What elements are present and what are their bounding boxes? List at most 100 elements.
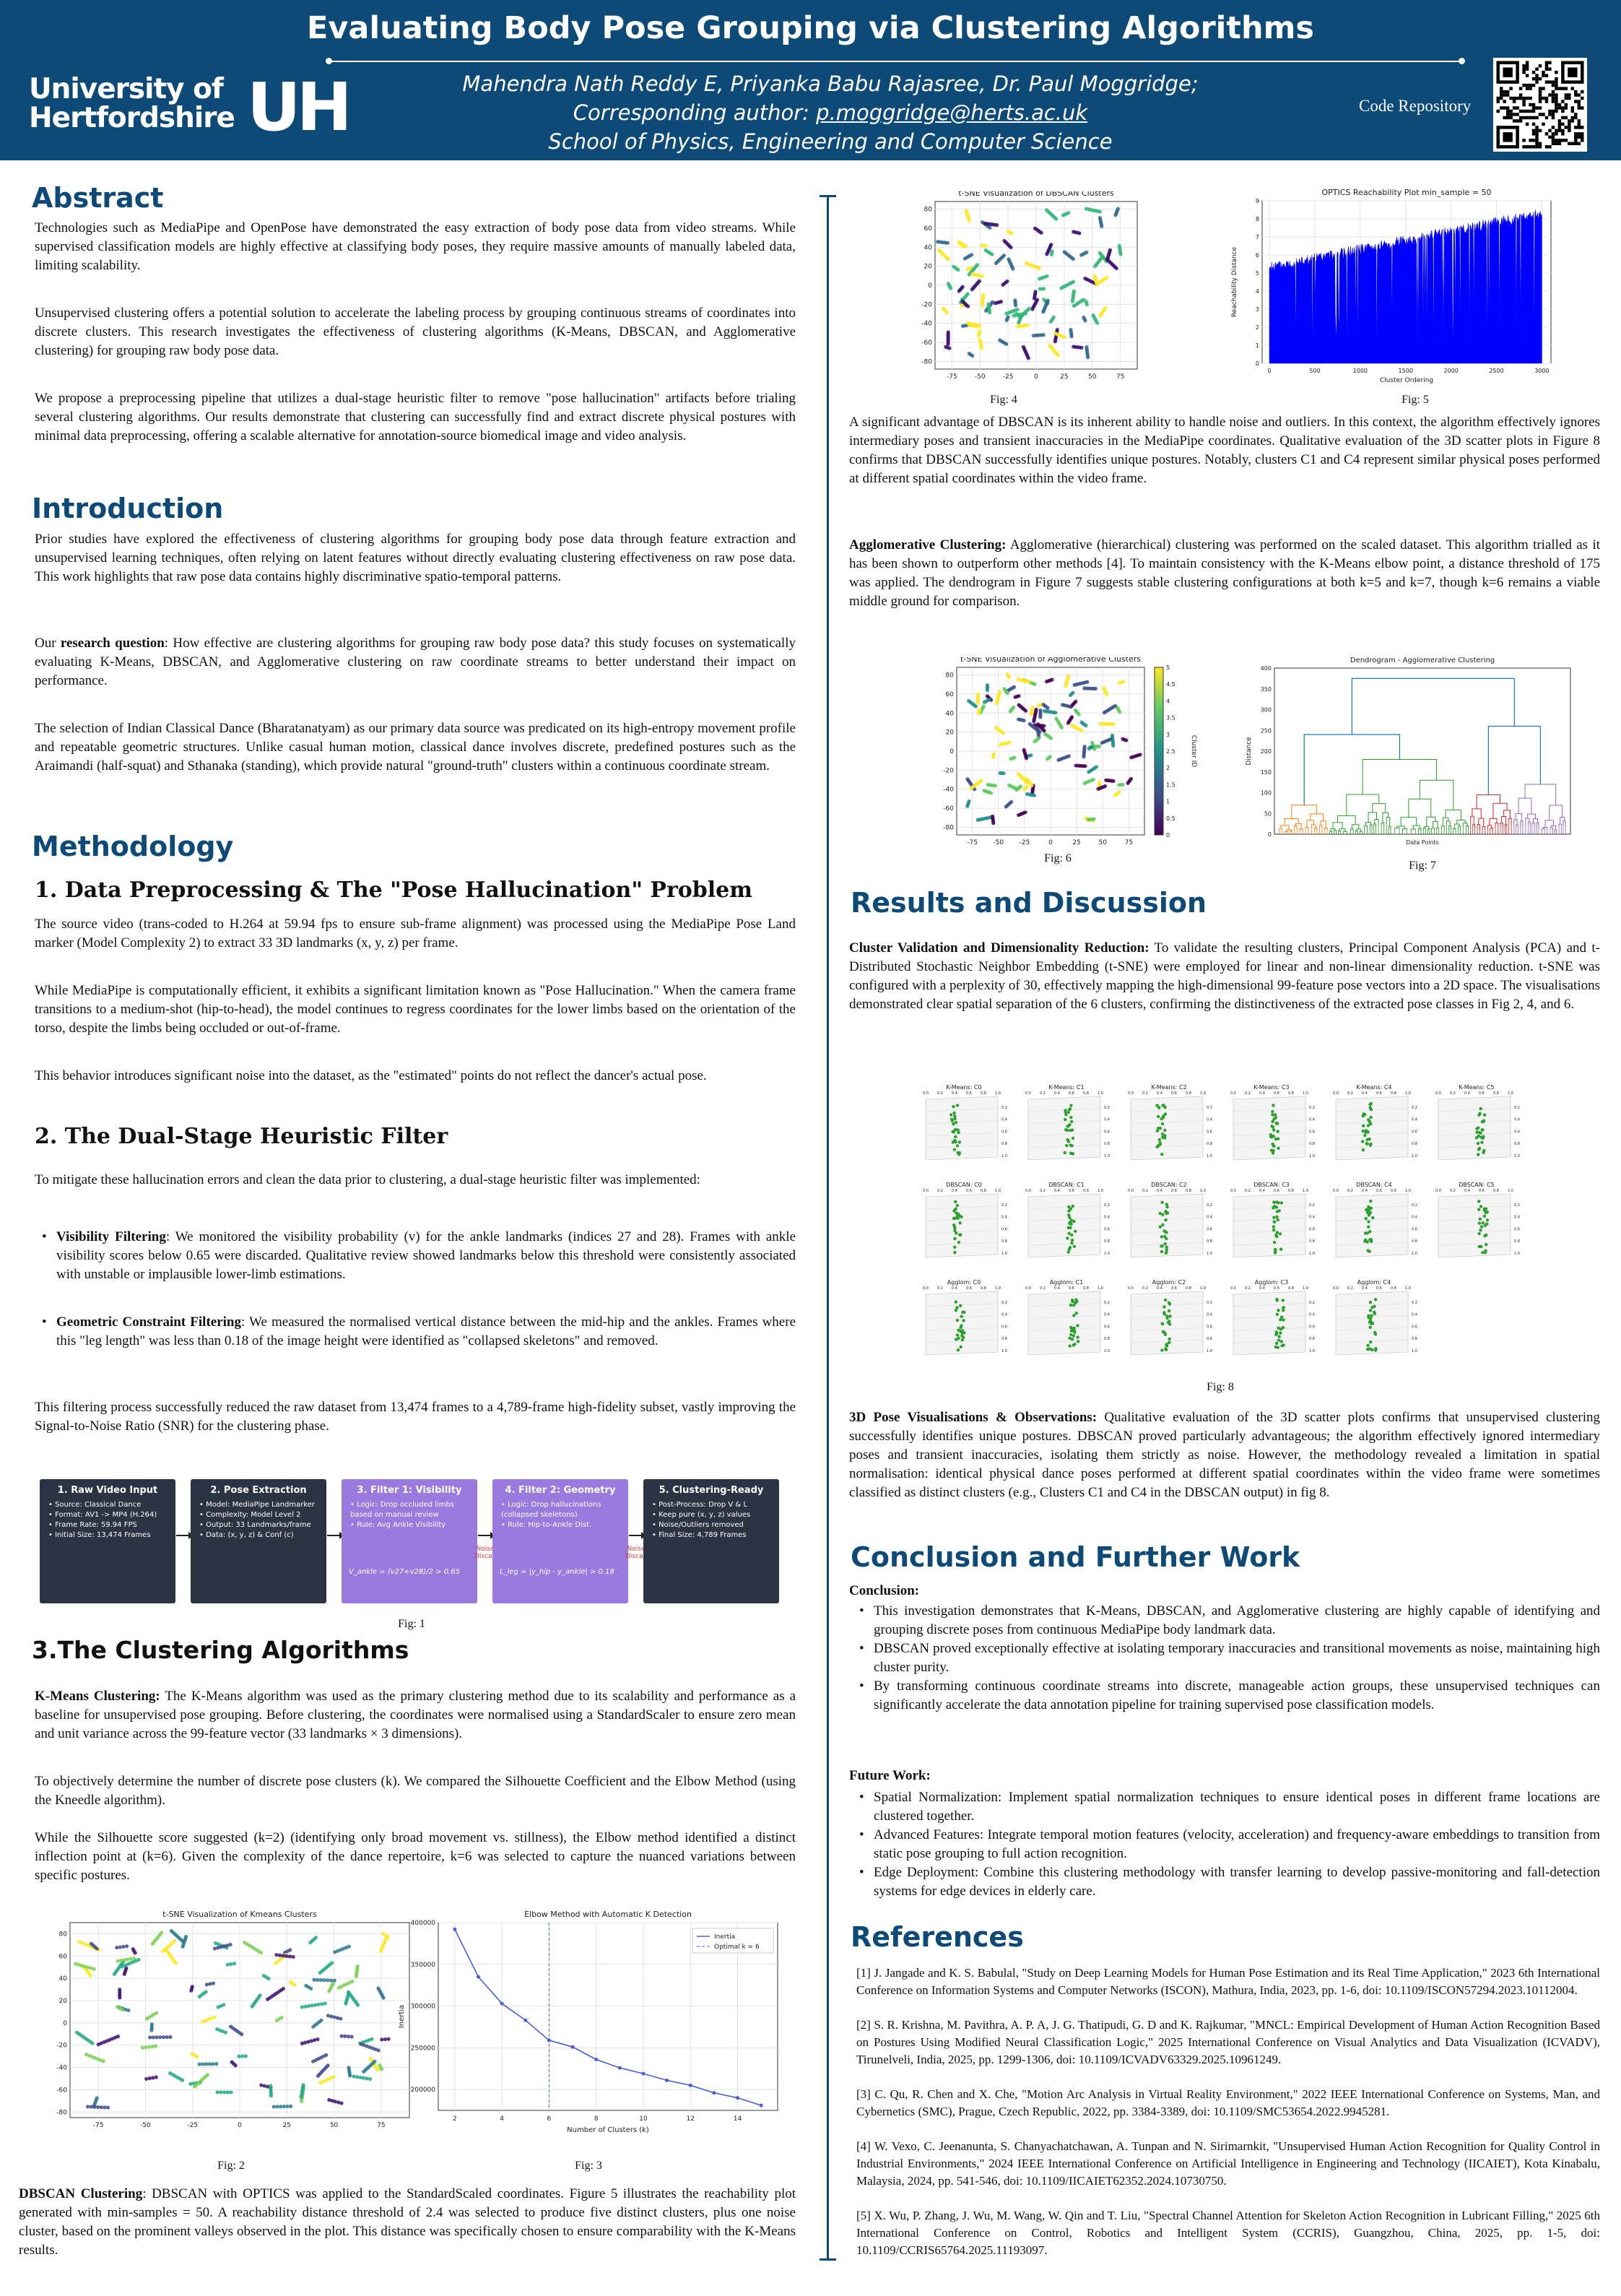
qr-module <box>1568 142 1571 146</box>
pose-point <box>1279 1315 1284 1319</box>
y-tick-label: 40 <box>59 1975 68 1983</box>
panel-grid <box>1233 1230 1306 1234</box>
qr-module <box>1574 126 1578 129</box>
inertia-point <box>688 2083 692 2087</box>
scatter-point <box>967 799 971 803</box>
pose-point <box>1485 1210 1489 1214</box>
pose-point <box>1160 1200 1164 1205</box>
qr-module <box>1577 119 1581 123</box>
pose-point <box>952 1223 956 1227</box>
pipeline-arrow <box>478 1532 495 1539</box>
panel-x-tick: 0.4 <box>1157 1286 1162 1291</box>
chart-title: t-SNE Visualization of DBSCAN Clusters <box>958 191 1114 198</box>
colorbar-tick: 4 <box>1166 698 1170 704</box>
scatter-point <box>85 2105 90 2109</box>
scatter-point <box>1084 299 1088 303</box>
panel-z-tick: 1.0 <box>1104 1252 1110 1256</box>
pipeline-step-item: Output: 33 Landmarks/frame <box>199 1520 326 1530</box>
panel-x-tick: 0.0 <box>1025 1286 1031 1291</box>
x-tick-label: 25 <box>283 2122 291 2129</box>
scatter-point <box>164 1948 169 1952</box>
scatter-point <box>1103 784 1108 789</box>
qr-module <box>1564 139 1568 142</box>
plot-area <box>438 1922 778 2111</box>
pose-point <box>955 1231 958 1235</box>
panel-z-tick: 0.2 <box>1514 1203 1520 1208</box>
panel-x-tick: 0.6 <box>1274 1091 1279 1096</box>
y-tick-label: 20 <box>59 1998 68 2005</box>
qr-module <box>1581 132 1584 136</box>
pose-point <box>1069 1115 1073 1119</box>
uh-logo-mark: UH <box>247 74 352 136</box>
reference-item: [3] C. Qu, R. Chen and X. Che, "Motion A… <box>856 2087 1600 2118</box>
dendrogram-link <box>1373 823 1376 828</box>
panel-x-tick: 1.0 <box>1303 1189 1308 1193</box>
pose-point <box>1477 1231 1481 1236</box>
scatter-point <box>285 2104 290 2109</box>
qr-module <box>1538 106 1542 110</box>
pose-point <box>1365 1347 1370 1351</box>
qr-module <box>1577 103 1581 107</box>
panel-pane <box>1027 1096 1101 1161</box>
scatter-point <box>1018 784 1023 789</box>
pose-point <box>1368 1210 1373 1215</box>
qr-module <box>1531 139 1536 142</box>
pose-point <box>1282 1306 1285 1309</box>
scatter-point <box>1070 723 1074 727</box>
scatter-point <box>87 2053 92 2058</box>
scatter-point <box>1072 345 1076 349</box>
scatter-point <box>1092 274 1097 278</box>
panel-x-tick: 0.6 <box>1171 1189 1177 1193</box>
x-tick-label: 12 <box>687 2115 695 2123</box>
pose-point <box>1272 1225 1276 1229</box>
conclusion-list: This investigation demonstrates that K-M… <box>852 1602 1600 1715</box>
scatter-point <box>313 2038 317 2042</box>
email-link[interactable]: p.moggridge@herts.ac.uk <box>816 100 1088 125</box>
qr-module <box>1557 87 1562 90</box>
pose-point <box>1485 1242 1488 1247</box>
pose-point <box>957 1240 961 1244</box>
panel-grid <box>1438 1230 1511 1234</box>
scatter-point <box>274 1953 279 1957</box>
pose-point <box>1277 1335 1281 1338</box>
pose-point <box>1370 1321 1374 1325</box>
pose-point <box>1367 1314 1370 1318</box>
qr-code-icon[interactable] <box>1493 58 1587 152</box>
panel-z-tick: 0.4 <box>1001 1313 1007 1317</box>
scatter-point <box>1025 792 1029 797</box>
scatter-point <box>1066 211 1071 215</box>
y-tick-label: 1 <box>1256 342 1259 349</box>
scatter-point <box>1050 677 1054 682</box>
qr-module <box>1531 103 1536 107</box>
y-tick-label: 4 <box>1256 288 1259 295</box>
pose-point <box>1363 1133 1367 1138</box>
scatter-point <box>1002 238 1007 243</box>
dendrogram-link <box>1487 825 1492 830</box>
panel-x-tick: 0.4 <box>1054 1091 1060 1096</box>
pose-point <box>1163 1234 1167 1239</box>
scatter-point <box>330 2099 334 2103</box>
pipeline-step-item: Source: Classical Dance <box>48 1500 175 1510</box>
qr-module <box>1525 83 1529 87</box>
scatter-point <box>159 1931 164 1935</box>
scatter-point <box>86 1965 90 1970</box>
pose-point <box>960 1330 963 1333</box>
results-heading: Results and Discussion <box>851 887 1207 919</box>
scatter-point <box>1069 327 1073 332</box>
scatter-point <box>1012 755 1017 760</box>
scatter-point <box>983 248 988 253</box>
fig4-tsne-dbscan: t-SNE Visualization of DBSCAN Clusters-7… <box>921 191 1138 381</box>
qr-module <box>1525 116 1529 120</box>
pose-point <box>1067 1209 1071 1213</box>
scatter-point <box>289 2104 293 2108</box>
y-tick-label: 350000 <box>411 1962 436 1969</box>
panel-pane <box>1027 1193 1101 1258</box>
pose-point <box>1479 1106 1482 1111</box>
panel-title: K-Means: C2 <box>1151 1084 1186 1091</box>
scatter-point <box>355 2075 360 2079</box>
y-tick-label: 200000 <box>411 2087 436 2094</box>
pose-point <box>1271 1110 1274 1114</box>
